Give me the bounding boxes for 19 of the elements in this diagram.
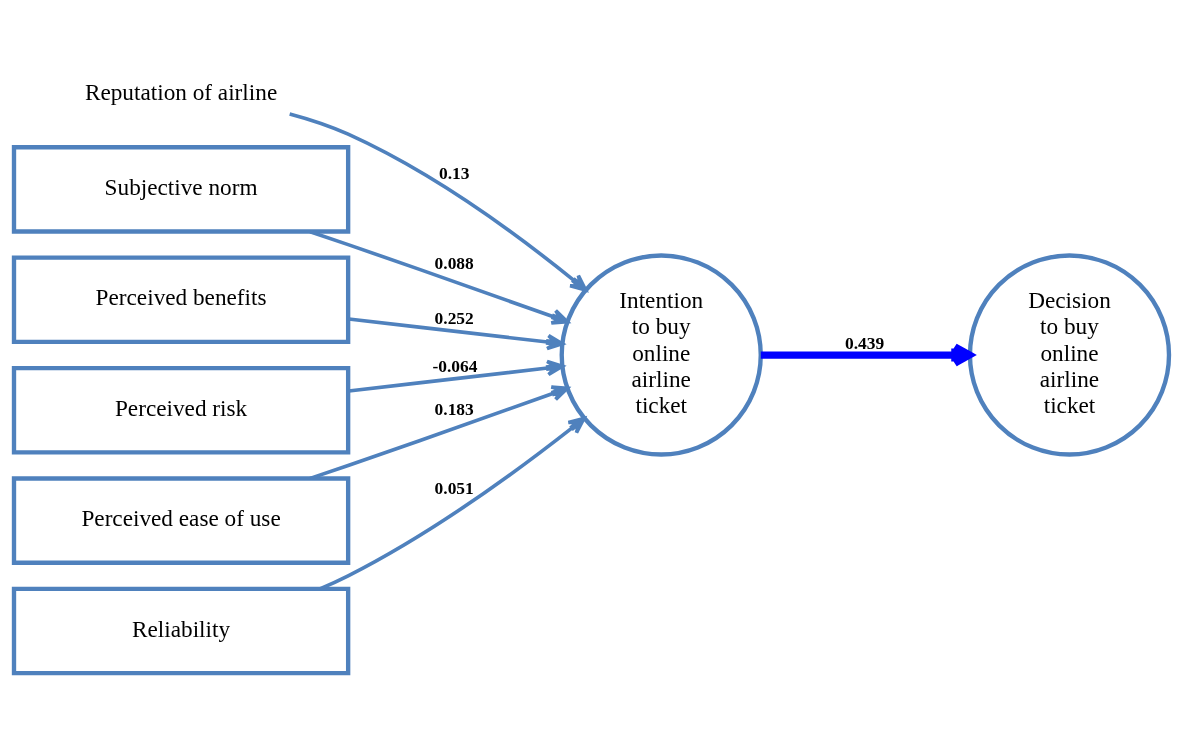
node-box: Perceived ease of use [11,476,351,565]
node-box: Reliability [11,586,351,676]
edge-label: 0.252 [434,307,474,328]
edge-label: 0.051 [434,477,474,498]
node-text: Reputation of airline [84,79,278,106]
node-circle: Intention to buy online airline ticket [559,253,763,457]
arrow [348,359,565,393]
node-box: Subjective norm [11,145,351,234]
arrow [348,317,565,351]
node-box: Perceived risk [11,365,351,455]
edge-label: 0.088 [434,252,474,273]
edge-label: 0.13 [438,162,470,183]
arrow [760,343,974,367]
node-circle: Decision to buy online airline ticket [967,253,1172,457]
edge-label: 0.439 [845,332,885,353]
arrow [289,112,588,292]
edge-label: -0.064 [432,355,478,376]
edge-label: 0.183 [434,399,474,420]
node-box: Perceived benefits [11,255,351,345]
